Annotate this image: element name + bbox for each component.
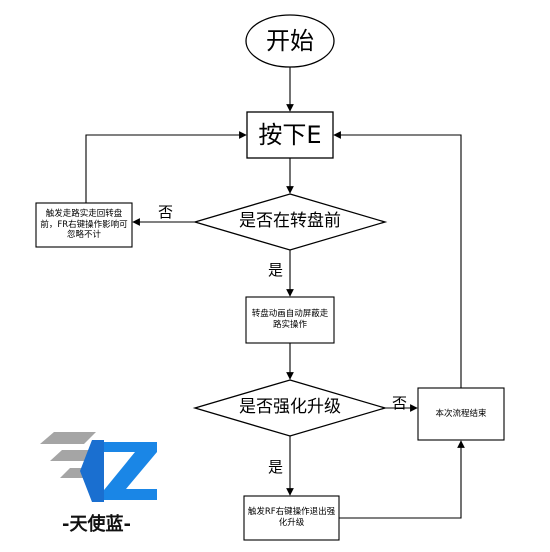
edge-end-press [333,131,462,388]
decision-before-turntable-label: 是否在转盘前 [239,211,341,232]
edge-label-yes-1: 是 [268,261,284,279]
exit-box [243,495,340,541]
end-box [417,387,505,441]
left-action-box [35,202,133,248]
decision-enhance-label: 是否强化升级 [239,397,341,418]
edge-label-no-1: 否 [158,203,174,221]
left-action-label: 触发走路实走回转盘前，FR右键操作影响可忽略不计 [40,209,128,241]
end-label: 本次流程结束 [435,408,487,419]
edge-exit-end [339,440,465,519]
start-label: 开始 [266,27,314,55]
exit-label: 触发RF右键操作退出强化升级 [247,507,336,528]
edge-label-yes-2: 是 [268,458,284,476]
edge-left-press [85,131,247,203]
press-e-box [246,111,334,159]
anim-label: 转盘动画自动屏蔽走路实操作 [251,309,329,330]
logo-text: -天使蓝- [62,514,131,535]
anim-box [245,296,335,344]
press-e-label: 按下E [258,121,322,149]
edge-label-no-2: 否 [392,394,408,412]
logo-mark [40,432,157,502]
